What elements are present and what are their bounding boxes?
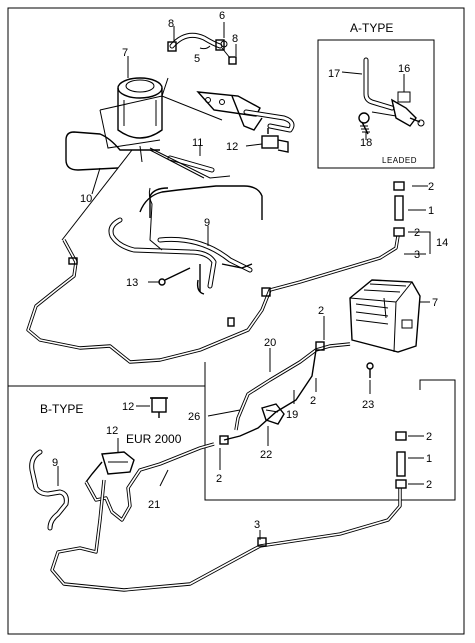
callout-21: 21	[148, 499, 160, 511]
bolt-13	[158, 267, 191, 286]
callout-3-upper: 3	[414, 249, 420, 261]
callout-18: 18	[360, 137, 372, 149]
callout-19: 19	[286, 409, 298, 421]
hose-9-upper	[108, 187, 253, 295]
callout-1-upper: 1	[428, 205, 434, 217]
callout-11: 11	[192, 137, 203, 149]
vapor-line	[61, 149, 133, 241]
callout-14: 14	[436, 237, 448, 249]
callout-2-mid: 2	[318, 305, 324, 317]
callout-2-low: 2	[216, 473, 222, 485]
callout-2-lower-a: 2	[426, 431, 432, 443]
callout-9-low: 9	[52, 457, 58, 469]
a-type-heading: A-TYPE	[350, 21, 393, 35]
canister-bracket	[99, 77, 223, 121]
leader-lines	[57, 22, 431, 540]
callout-7-top: 7	[122, 47, 128, 59]
callout-22: 22	[260, 449, 272, 461]
outer-frame	[7, 7, 465, 635]
callout-2-lower-b: 2	[426, 479, 432, 491]
callout-1-lower: 1	[426, 453, 432, 465]
a-type-valve-assembly	[358, 57, 425, 135]
connector-upper-right	[393, 181, 405, 237]
callout-17: 17	[328, 68, 340, 80]
purge-valve-assembly	[196, 91, 295, 153]
connector-lower-right	[395, 431, 407, 489]
hose-9-lower	[29, 449, 69, 531]
callout-10: 10	[80, 193, 92, 205]
b-type-heading: B-TYPE	[40, 402, 83, 416]
leaded-label: LEADED	[382, 156, 417, 165]
callout-9-top: 9	[204, 217, 210, 229]
pipes-19-20	[219, 341, 351, 445]
callout-3-low: 3	[254, 519, 260, 531]
clip-22	[261, 403, 285, 425]
callout-12-eur: 12	[106, 425, 118, 437]
callout-8b: 8	[232, 33, 238, 45]
eur2000-valve	[85, 451, 135, 483]
pipe-10	[65, 131, 160, 160]
callout-13: 13	[126, 277, 138, 289]
callout-16: 16	[398, 63, 410, 75]
callout-6: 6	[219, 10, 225, 22]
callout-2-mid-b: 2	[310, 395, 316, 407]
callout-12-top: 12	[226, 141, 238, 153]
pipe-3-bottom	[50, 479, 402, 592]
callout-12-b: 12	[122, 401, 134, 413]
callout-23: 23	[362, 399, 374, 411]
b-type-valve-12	[150, 397, 168, 418]
callout-8a: 8	[168, 18, 174, 30]
callout-2-upper-b: 2	[414, 227, 420, 239]
callout-5: 5	[194, 53, 200, 65]
callout-7-right: 7	[432, 297, 438, 309]
callout-numbers: 8 6 8 5 7 11 12 10 9 13 17 16 18 2 1 2 3…	[52, 10, 448, 531]
main-fuel-pipes	[26, 235, 400, 364]
bolt-23	[366, 362, 374, 378]
callout-2-upper-a: 2	[428, 181, 434, 193]
b-type-divider	[8, 379, 456, 501]
eur2000-label: EUR 2000	[126, 432, 182, 446]
top-hose-assembly	[167, 32, 237, 65]
pipe-upper-loop	[139, 185, 263, 220]
callout-26: 26	[188, 411, 200, 423]
canister-top	[117, 77, 163, 163]
canister-lower	[349, 279, 421, 353]
a-type-inset-box	[317, 39, 435, 169]
callout-20: 20	[264, 337, 276, 349]
